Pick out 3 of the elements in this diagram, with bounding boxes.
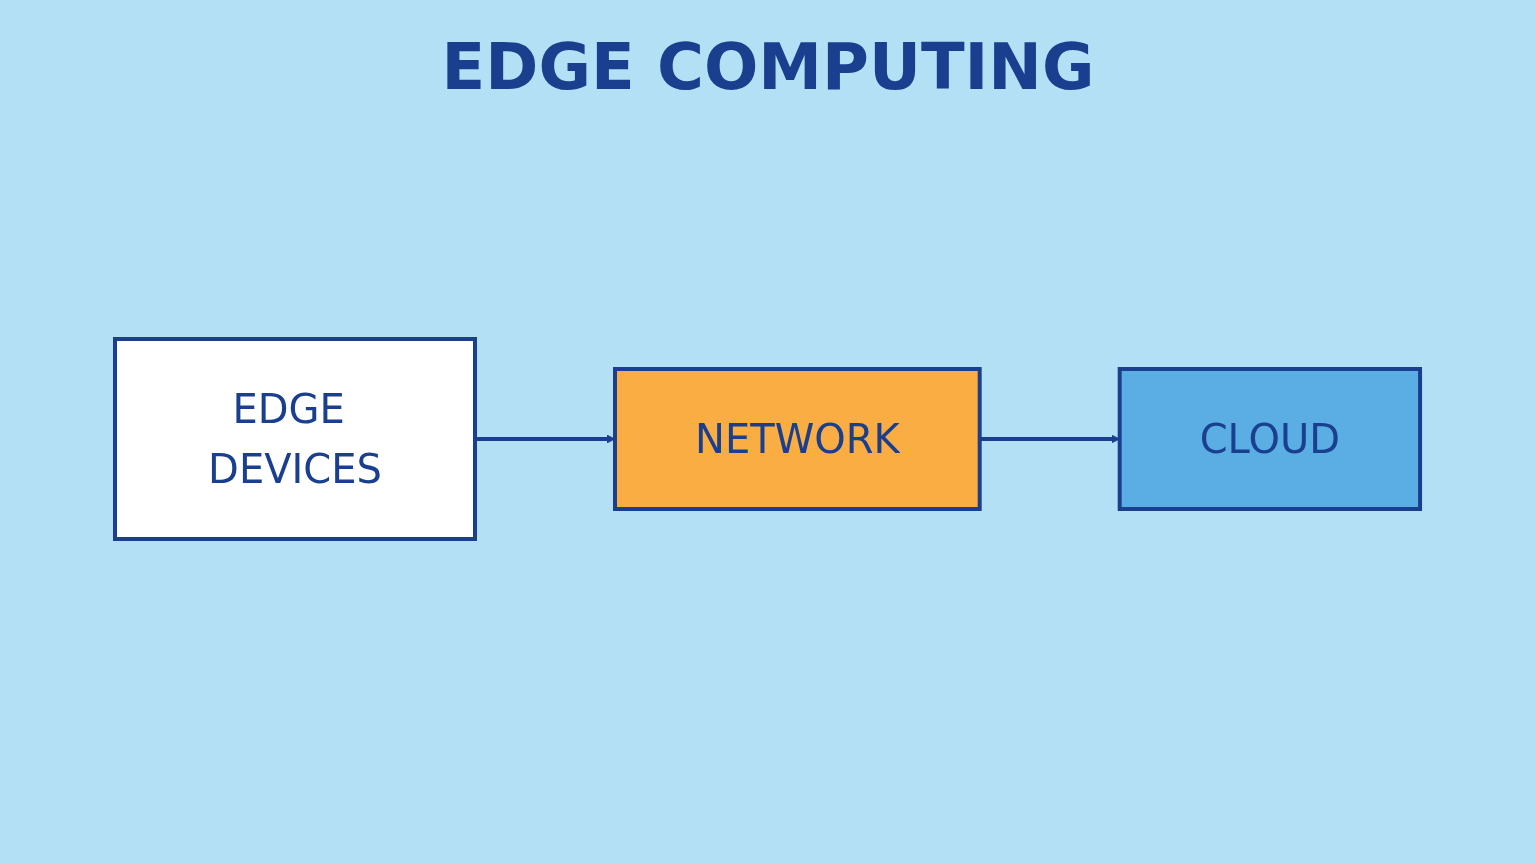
- diagram-title: EDGE COMPUTING: [441, 30, 1095, 104]
- node-box: EDGE DEVICES: [113, 337, 478, 541]
- node-box: CLOUD: [1118, 367, 1423, 511]
